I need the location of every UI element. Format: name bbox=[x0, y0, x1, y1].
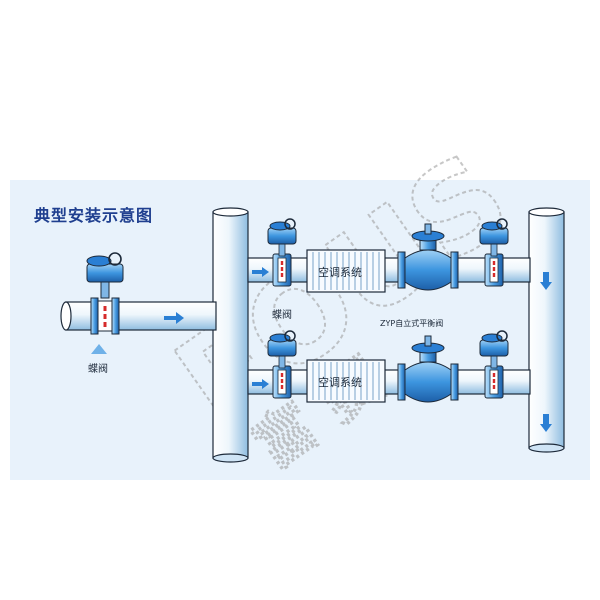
balance-valve-icon bbox=[397, 335, 459, 403]
balance-valve-label: ZYP自立式平衡阀 bbox=[380, 318, 443, 328]
balance-valve-icon bbox=[397, 223, 459, 291]
label-marker bbox=[91, 344, 107, 354]
supply-header bbox=[212, 207, 249, 463]
flow-arrow-icon bbox=[164, 267, 552, 432]
ac-coil-icon bbox=[306, 249, 386, 403]
branch-butterfly-valve-label: 蝶阀 bbox=[272, 308, 292, 321]
return-header bbox=[528, 207, 565, 453]
ac-system-label-bottom: 空调系统 bbox=[318, 375, 362, 389]
branch-pipe-bottom bbox=[247, 369, 531, 395]
diagram-title: 典型安装示意图 bbox=[34, 206, 154, 225]
butterfly-valve-icon bbox=[86, 252, 124, 335]
butterfly-valve-label: 蝶阀 bbox=[88, 362, 108, 375]
ac-system-label-top: 空调系统 bbox=[318, 265, 362, 279]
main-inlet-pipe bbox=[60, 301, 217, 331]
branch-pipe-top bbox=[247, 257, 531, 283]
